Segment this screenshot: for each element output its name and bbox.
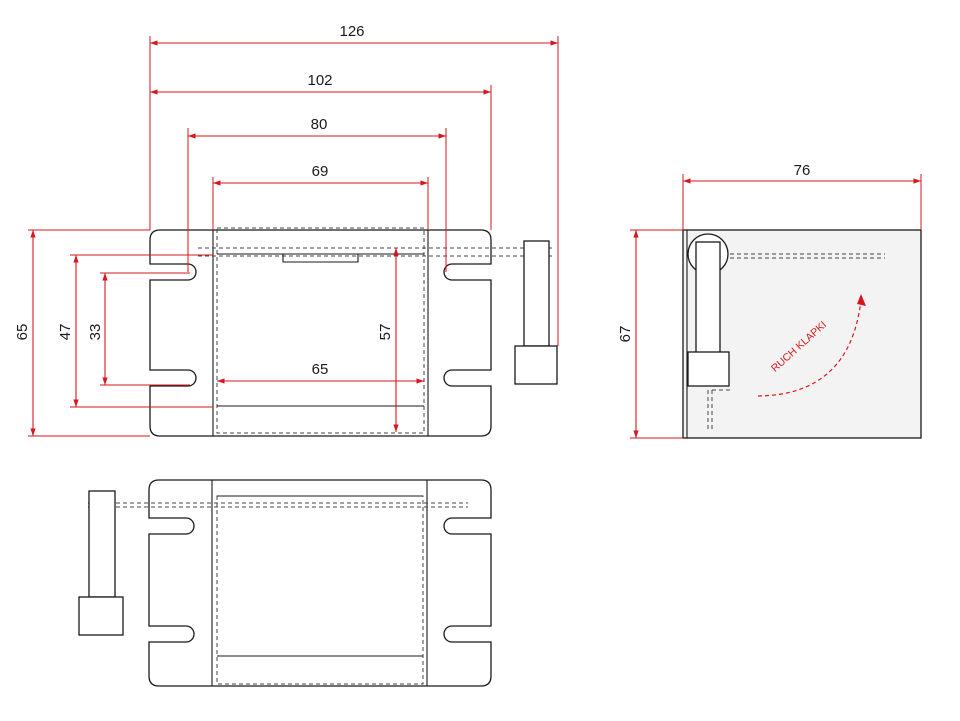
front-lid-tab: [282, 254, 359, 263]
bottom-handle-rod: [88, 490, 116, 598]
bottom-base-plate: [148, 479, 492, 687]
dim-label-102: 102: [307, 72, 332, 89]
front-inner-hidden-contour: [216, 227, 425, 434]
dim-label-76: 76: [794, 162, 811, 179]
front-handle-rod: [523, 240, 550, 347]
dim-label-69: 69: [312, 163, 329, 180]
dim-label-126: 126: [339, 23, 364, 40]
bottom-inner-hidden-contour: [216, 495, 424, 685]
dim-label-80: 80: [311, 116, 328, 133]
front-handle-knob: [514, 345, 558, 385]
dim-label-33: 33: [87, 324, 104, 341]
dim-label-47: 47: [57, 324, 74, 341]
side-handle-rod: [695, 241, 721, 355]
front-view: [149, 227, 558, 437]
flap-motion-arrow: [757, 299, 862, 397]
dim-label-57: 57: [377, 324, 394, 341]
dim-label-65-horizontal: 65: [312, 361, 329, 378]
bottom-handle-knob: [78, 596, 124, 636]
dim-label-65-vertical: 65: [14, 324, 31, 341]
flap-motion-arrowhead: [857, 294, 866, 306]
side-dimensions: 76 67: [617, 162, 922, 439]
front-base-plate: [149, 229, 492, 437]
front-dimensions: 126 102 80 69 65 57 65 47 33: [14, 23, 559, 437]
bottom-view: [78, 479, 492, 687]
dim-label-67: 67: [617, 326, 634, 343]
side-handle-knob: [687, 351, 730, 387]
side-view: RUCH KLAPKI: [682, 229, 922, 439]
